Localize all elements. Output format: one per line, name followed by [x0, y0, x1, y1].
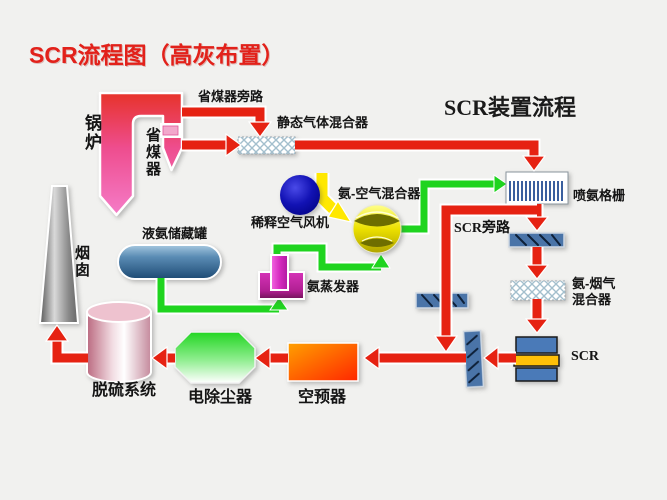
label-evaporator: 氨蒸发器	[307, 279, 360, 294]
label-esp: 电除尘器	[188, 389, 253, 406]
dilution-fan-shape	[280, 175, 320, 215]
ammonia-line-tank-to-evaporator	[155, 278, 289, 315]
label-dilution-fan: 稀释空气风机	[251, 215, 330, 230]
fgd-shape	[86, 301, 152, 383]
diagram-subtitle: SCR装置流程	[444, 95, 577, 120]
chimney-shape	[38, 185, 80, 324]
ammonia-line-mixer-to-grid	[400, 174, 508, 235]
esp-shape	[174, 331, 256, 384]
label-flue-mixer: 氨-烟气 混合器	[572, 276, 616, 308]
label-scr-bypass: SCR旁路	[454, 221, 511, 236]
flue-gas-arrows	[44, 105, 550, 371]
ammonia-air-mixer-shape	[352, 204, 402, 254]
damper-scr-outlet	[462, 329, 485, 389]
label-chimney: 烟囱	[73, 245, 90, 279]
scr-reactor-shape	[513, 336, 560, 382]
label-economizer-bypass: 省煤器旁路	[198, 89, 264, 104]
label-economizer: 省煤器	[144, 127, 161, 178]
label-injection-grid: 喷氨格栅	[573, 188, 626, 203]
label-boiler: 锅炉	[82, 114, 101, 152]
label-ammonia-tank: 液氨储藏罐	[142, 226, 208, 241]
boiler-shape	[98, 91, 184, 217]
label-fgd: 脱硫系统	[92, 382, 157, 399]
static-mixer-shape	[237, 136, 296, 155]
evaporator-shape	[258, 254, 305, 300]
label-ammonia-air-mixer: 氨-空气混合器	[338, 186, 421, 201]
flue-mixer-shape	[510, 280, 566, 301]
injection-grid-shape	[505, 171, 569, 205]
ammonia-line-evaporator-to-mixer	[271, 242, 391, 273]
label-scr-reactor: SCR	[571, 349, 600, 364]
ammonia-tank-shape	[117, 244, 222, 280]
page-title: SCR流程图（高灰布置）	[29, 42, 285, 68]
damper-below-grid	[508, 232, 565, 248]
air-preheater-shape	[287, 342, 359, 382]
label-static-mixer: 静态气体混合器	[277, 115, 369, 130]
air-duct	[314, 173, 353, 223]
label-air-preheater: 空预器	[298, 389, 347, 406]
